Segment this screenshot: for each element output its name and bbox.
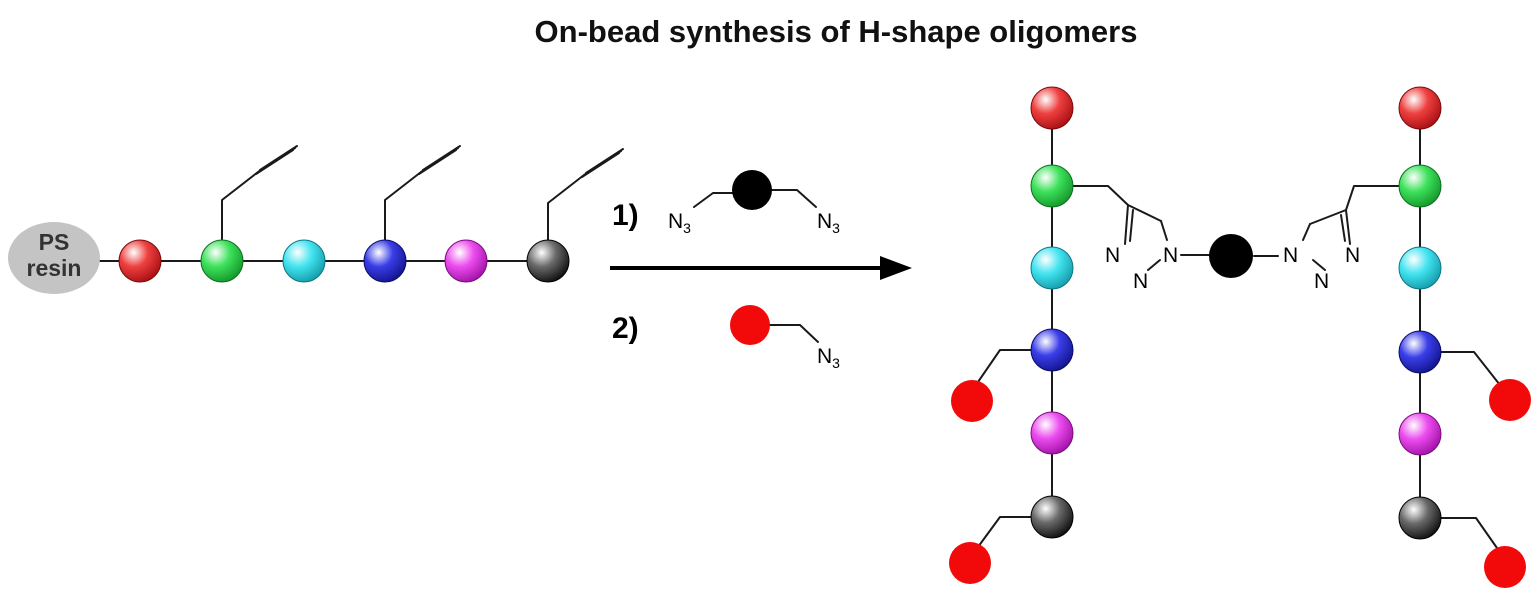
left-monomer-blue <box>1030 328 1074 372</box>
left-monomer-green <box>1030 164 1074 208</box>
left-cap-bead-1 <box>951 380 993 422</box>
azide-subscript: 3 <box>832 355 840 371</box>
right-monomer-green <box>1398 164 1442 208</box>
right-cap-bead-1 <box>1489 379 1531 421</box>
monomer-red <box>118 239 162 283</box>
right-monomer-cyan <box>1398 246 1442 290</box>
left-triazole-ring-cont <box>1147 220 1168 271</box>
azide-subscript: 3 <box>832 220 840 236</box>
right-monomer-gray <box>1398 496 1442 540</box>
resin-label-line1: PS <box>39 229 70 255</box>
left-triazole-ring <box>1124 204 1162 245</box>
monomer-blue <box>363 239 407 283</box>
left-triazole-n3: N <box>1105 244 1120 267</box>
alkyne-triple-1 <box>255 145 298 175</box>
azide-label-cap: N3 <box>817 345 840 371</box>
monomer-cyan <box>282 239 326 283</box>
h-shape-product: N N N N N N <box>949 86 1531 588</box>
right-triazole-n1: N <box>1283 244 1298 267</box>
azide-label-left: N3 <box>668 210 691 236</box>
left-monomer-red <box>1030 86 1074 130</box>
right-monomer-magenta <box>1398 412 1442 456</box>
right-monomer-blue <box>1398 330 1442 374</box>
monomer-green <box>200 239 244 283</box>
monomer-magenta <box>444 239 488 283</box>
resin-bound-oligomer: PS resin <box>8 145 624 294</box>
azide-n: N <box>668 210 683 233</box>
left-monomer-magenta <box>1030 411 1074 455</box>
azide-label-right: N3 <box>817 210 840 236</box>
reaction-arrow-head <box>880 256 912 280</box>
right-cap-bead-2 <box>1484 546 1526 588</box>
diazide-core-bead <box>732 170 772 210</box>
right-triazole-n3: N <box>1345 244 1360 267</box>
monoazide-bonds <box>765 324 819 343</box>
diazide-bonds <box>693 189 817 208</box>
diagram-title: On-bead synthesis of H-shape oligomers <box>535 14 1138 49</box>
left-monomer-cyan <box>1030 246 1074 290</box>
step-2-label: 2) <box>612 312 639 345</box>
central-core-bead <box>1209 234 1253 278</box>
monoazide-cap-bead <box>730 305 770 345</box>
resin-label-line2: resin <box>27 255 82 281</box>
left-monomer-gray <box>1030 495 1074 539</box>
azide-n: N <box>817 210 832 233</box>
monomer-gray <box>526 239 570 283</box>
left-triazole-n2: N <box>1133 270 1148 293</box>
ps-resin-bead <box>8 222 100 294</box>
right-triazole-linker <box>1345 185 1421 211</box>
azide-subscript: 3 <box>683 220 691 236</box>
step-1-label: 1) <box>612 199 639 232</box>
right-triazole-ring <box>1309 209 1351 245</box>
right-triazole-ring-cont <box>1302 223 1326 271</box>
left-triazole-n1: N <box>1163 244 1178 267</box>
alkyne-triple-3 <box>581 148 624 178</box>
alkyne-triple-2 <box>418 145 461 175</box>
right-triazole-n2: N <box>1314 270 1329 293</box>
azide-n: N <box>817 345 832 368</box>
left-cap-bead-2 <box>949 542 991 584</box>
reaction-conditions: 1) 2) N3 N3 N3 <box>610 170 912 371</box>
right-monomer-red <box>1398 86 1442 130</box>
